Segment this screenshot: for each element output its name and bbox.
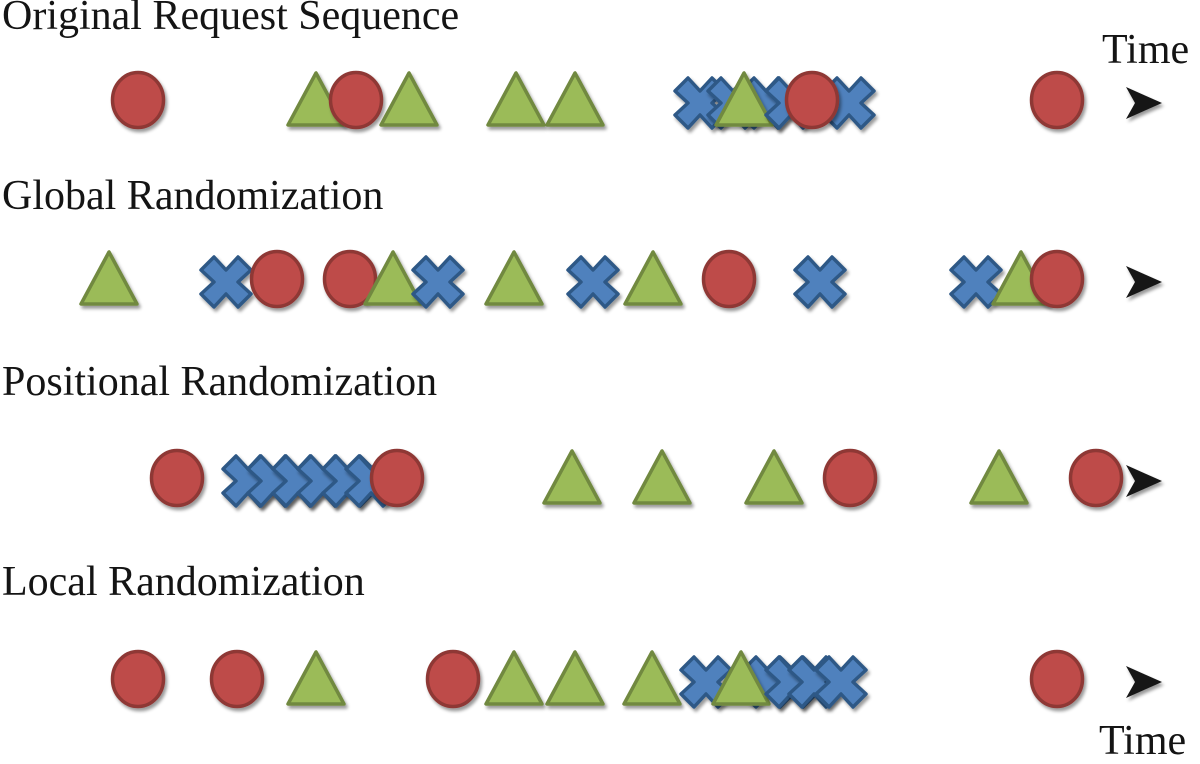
triangle-marker (622, 650, 682, 706)
circle-marker (110, 649, 166, 709)
triangle-marker (79, 250, 139, 306)
circle-marker (369, 448, 425, 508)
timeline-row (64, 448, 1162, 508)
triangle-marker (545, 650, 605, 706)
circle-marker (322, 249, 378, 309)
x-marker (814, 655, 868, 709)
arrowhead-icon (1126, 87, 1162, 119)
triangle-marker (379, 71, 439, 127)
circle-marker (209, 649, 265, 709)
circle-marker (249, 249, 305, 309)
circle-marker (110, 70, 166, 130)
triangle-marker (486, 71, 546, 127)
time-axis-label-bottom: Time (1099, 718, 1187, 764)
arrowhead-icon (1126, 266, 1162, 298)
triangle-marker (484, 250, 544, 306)
time-axis-label-top: Time (1102, 27, 1190, 73)
triangle-marker (545, 71, 605, 127)
circle-marker (425, 649, 481, 709)
timeline-title-positional: Positional Randomization (2, 359, 438, 405)
triangle-marker (623, 250, 683, 306)
circle-marker (328, 70, 384, 130)
timeline-row (64, 70, 1162, 130)
x-marker (793, 255, 847, 309)
circle-marker (149, 448, 205, 508)
triangle-marker (484, 650, 544, 706)
timeline-row (64, 649, 1162, 709)
arrowhead-icon (1126, 465, 1162, 497)
timeline-title-original: Original Request Sequence (2, 0, 460, 39)
triangle-marker (969, 449, 1029, 505)
triangle-marker (286, 650, 346, 706)
x-marker (411, 255, 465, 309)
triangle-marker (744, 449, 804, 505)
triangle-marker (632, 449, 692, 505)
triangle-marker (542, 449, 602, 505)
timeline-row (64, 249, 1162, 309)
timeline-title-global: Global Randomization (2, 173, 384, 219)
circle-marker (1029, 70, 1085, 130)
x-marker (199, 255, 253, 309)
x-marker (566, 255, 620, 309)
arrowhead-icon (1126, 666, 1162, 698)
triangle-marker (363, 250, 423, 306)
circle-marker (701, 249, 757, 309)
circle-marker (1029, 649, 1085, 709)
circle-marker (822, 448, 878, 508)
triangle-marker (711, 650, 771, 706)
triangle-marker (714, 71, 774, 127)
circle-marker (784, 70, 840, 130)
timeline-title-local: Local Randomization (2, 559, 365, 605)
circle-marker (1068, 448, 1124, 508)
circle-marker (1029, 249, 1085, 309)
